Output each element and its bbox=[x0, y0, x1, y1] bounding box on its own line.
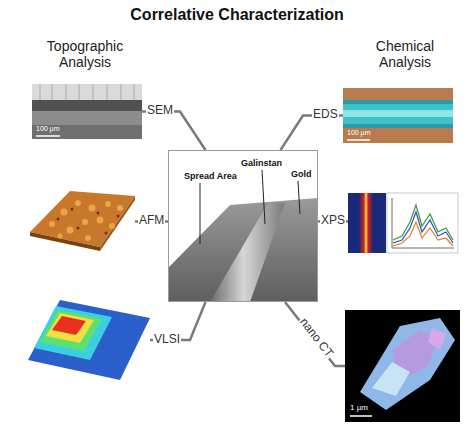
nanoct-image bbox=[345, 310, 460, 422]
afm-panel: AFM bbox=[30, 188, 135, 250]
scale-label: 1 µm bbox=[350, 403, 368, 412]
afm-image bbox=[30, 191, 135, 251]
sem-image bbox=[32, 84, 142, 139]
callout-label: Gold bbox=[291, 169, 312, 179]
connector-line bbox=[285, 302, 345, 366]
technique-name: XPS bbox=[320, 214, 346, 228]
technique-name: SEM bbox=[146, 104, 174, 118]
callout-label: Galinstan bbox=[241, 158, 282, 168]
vlsi-panel: VLSI bbox=[28, 300, 150, 380]
technique-name: VLSI bbox=[153, 333, 181, 347]
xps-panel: XPS bbox=[348, 193, 458, 253]
technique-name: EDS bbox=[312, 108, 339, 122]
technique-name: nano CT bbox=[296, 315, 336, 361]
callout-label: Spread Area bbox=[184, 171, 237, 181]
eds-image bbox=[343, 88, 453, 143]
group-heading: Chemical Analysis bbox=[350, 38, 460, 70]
scale-label: 100 µm bbox=[347, 129, 371, 137]
xps-image bbox=[348, 193, 458, 253]
vlsi-image bbox=[28, 300, 150, 380]
center-rendering: Spread Area GalinstanGold bbox=[168, 150, 318, 302]
scale-label: 100 µm bbox=[36, 125, 60, 133]
group-heading: Topographic Analysis bbox=[30, 38, 140, 70]
center-rendering bbox=[168, 150, 318, 302]
technique-name: AFM bbox=[138, 214, 165, 228]
diagram-title: Correlative Characterization bbox=[0, 6, 474, 24]
